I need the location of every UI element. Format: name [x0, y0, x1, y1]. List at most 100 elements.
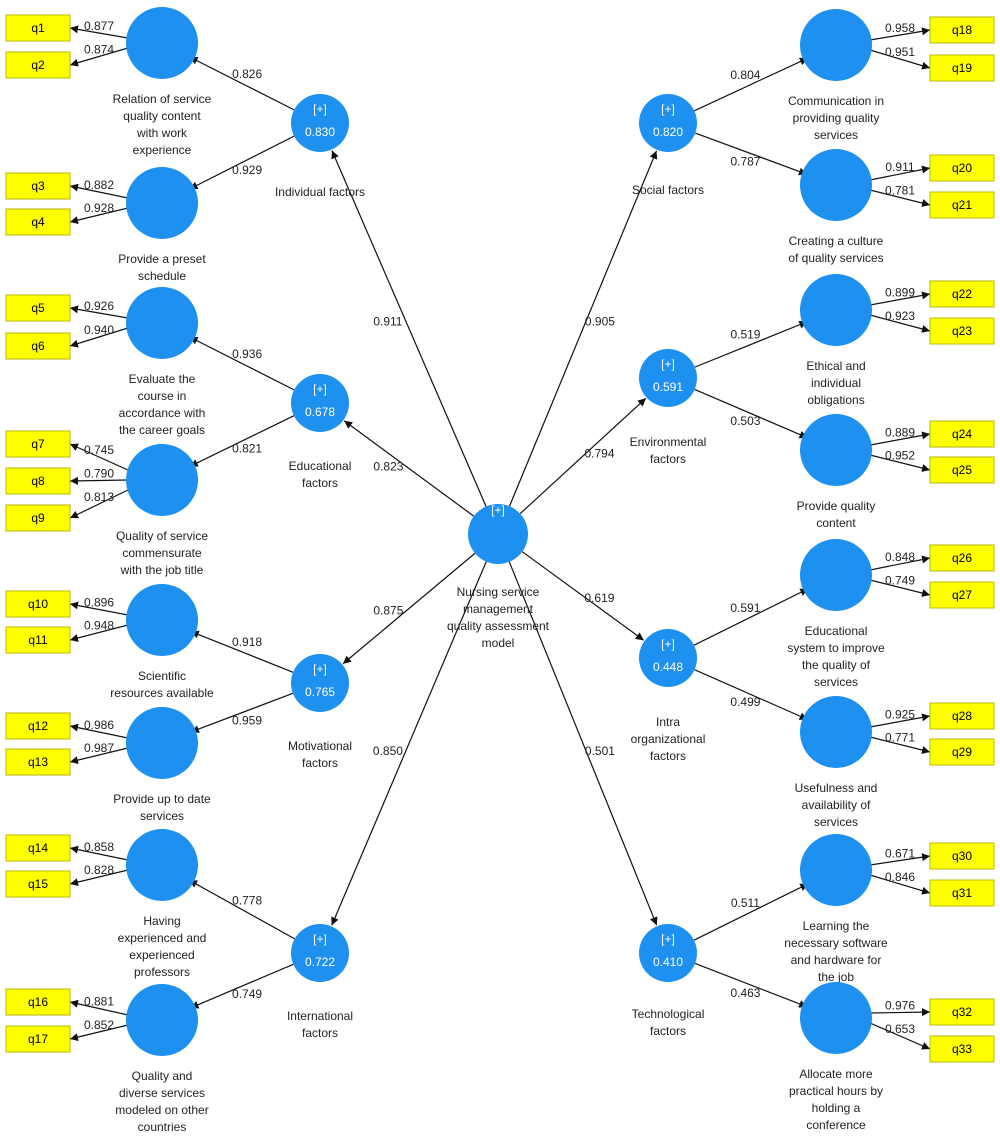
q16-indicator-box[interactable]: [5, 988, 71, 1016]
preset-schedule-construct-label-line-1: Provide a preset: [118, 252, 206, 266]
technological-expand-toggle: [+]: [661, 932, 675, 946]
q19-indicator-box[interactable]: [929, 54, 995, 82]
ethical-construct-circle[interactable]: [800, 274, 872, 346]
q33-indicator-box[interactable]: [929, 1035, 995, 1063]
q18-loading-value: 0.958: [885, 21, 915, 35]
international-to-experienced-professors-weight: 0.778: [232, 893, 262, 907]
q9-loading-value: 0.813: [84, 490, 114, 504]
q1-indicator-box[interactable]: [5, 14, 71, 42]
intra-organizational-factor-label-line-1: Intra: [656, 715, 680, 729]
scientific-resources-construct-circle[interactable]: [126, 584, 198, 656]
usefulness-construct-circle[interactable]: [800, 696, 872, 768]
q2-indicator-box[interactable]: [5, 51, 71, 79]
q25-indicator-box[interactable]: [929, 456, 995, 484]
diverse-services-construct-circle[interactable]: [126, 984, 198, 1056]
q22-indicator-box[interactable]: [929, 280, 995, 308]
q3-loading-value: 0.882: [84, 178, 114, 192]
technological-factor-label-line-1: Technological: [632, 1007, 705, 1021]
software-hardware-construct-circle[interactable]: [800, 834, 872, 906]
diverse-services-construct-label-line-2: diverse services: [119, 1086, 205, 1100]
q23-indicator-box[interactable]: [929, 317, 995, 345]
international-factor-circle[interactable]: [291, 924, 349, 982]
communication-construct-label-line-2: providing quality: [793, 111, 880, 125]
practical-hours-construct-label-line-3: holding a: [812, 1101, 861, 1115]
center-construct-label-line-3: quality assessment: [447, 619, 550, 633]
international-to-diverse-services-weight: 0.749: [232, 987, 262, 1001]
q15-indicator-label: q15: [28, 877, 48, 891]
q18-indicator-box[interactable]: [929, 16, 995, 44]
q32-indicator-label: q32: [952, 1005, 972, 1019]
path-center-to-motivational-arrow: [342, 552, 476, 665]
q14-indicator-box[interactable]: [5, 834, 71, 862]
q12-indicator-box[interactable]: [5, 712, 71, 740]
international-to-experienced-professors-arrow: [188, 879, 295, 940]
preset-schedule-construct-circle[interactable]: [126, 167, 198, 239]
q27-indicator-box[interactable]: [929, 581, 995, 609]
q24-indicator-label: q24: [952, 427, 972, 441]
educational-factor-circle[interactable]: [291, 374, 349, 432]
up-to-date-construct-circle[interactable]: [126, 707, 198, 779]
q30-indicator-box[interactable]: [929, 842, 995, 870]
q26-indicator-label: q26: [952, 551, 972, 565]
intra-organizational-factor-circle[interactable]: [639, 629, 697, 687]
q29-indicator-box[interactable]: [929, 738, 995, 766]
usefulness-construct-label-line-1: Usefulness and: [795, 781, 878, 795]
q3-indicator-box[interactable]: [5, 172, 71, 200]
social-to-communication-weight: 0.804: [730, 68, 760, 82]
q5-indicator-box[interactable]: [5, 294, 71, 322]
communication-construct-label-line-1: Communication in: [788, 94, 884, 108]
culture-construct-circle[interactable]: [800, 149, 872, 221]
q13-indicator-label: q13: [28, 755, 48, 769]
technological-to-practical-hours-weight: 0.463: [730, 986, 760, 1000]
intra-organizational-to-educational-system-weight: 0.591: [730, 601, 760, 615]
relation-construct-circle[interactable]: [126, 7, 198, 79]
q6-indicator-box[interactable]: [5, 332, 71, 360]
experienced-professors-construct-circle[interactable]: [126, 829, 198, 901]
q29-loading-value: 0.771: [885, 731, 915, 745]
q20-indicator-box[interactable]: [929, 154, 995, 182]
q5-loading-value: 0.926: [84, 299, 114, 313]
q24-indicator-box[interactable]: [929, 420, 995, 448]
q10-indicator-label: q10: [28, 597, 48, 611]
q15-indicator-box[interactable]: [5, 870, 71, 898]
q12-indicator-label: q12: [28, 719, 48, 733]
q1-indicator-label: q1: [31, 21, 45, 35]
quality-content-construct-circle[interactable]: [800, 414, 872, 486]
social-factor-label-line-1: Social factors: [632, 183, 704, 197]
technological-factor-circle[interactable]: [639, 924, 697, 982]
q26-indicator-box[interactable]: [929, 544, 995, 572]
q7-loading-value: 0.745: [84, 443, 114, 457]
q10-loading-value: 0.896: [84, 596, 114, 610]
q10-indicator-box[interactable]: [5, 590, 71, 618]
q31-indicator-box[interactable]: [929, 879, 995, 907]
q17-indicator-box[interactable]: [5, 1025, 71, 1053]
motivational-factor-circle[interactable]: [291, 654, 349, 712]
q8-indicator-box[interactable]: [5, 467, 71, 495]
individual-factor-circle[interactable]: [291, 94, 349, 152]
individual-to-relation-arrow: [189, 56, 295, 111]
q31-indicator-label: q31: [952, 886, 972, 900]
practical-hours-construct-circle[interactable]: [800, 982, 872, 1054]
q11-indicator-box[interactable]: [5, 626, 71, 654]
evaluate-course-construct-circle[interactable]: [126, 287, 198, 359]
social-factor-circle[interactable]: [639, 94, 697, 152]
quality-job-title-construct-circle[interactable]: [126, 444, 198, 516]
up-to-date-construct-label-line-2: services: [140, 809, 184, 823]
q21-indicator-box[interactable]: [929, 191, 995, 219]
q33-loading-arrow: [869, 1022, 931, 1050]
q9-indicator-box[interactable]: [5, 504, 71, 532]
usefulness-construct-label-line-3: services: [814, 815, 858, 829]
educational-system-construct-circle[interactable]: [800, 539, 872, 611]
q13-indicator-box[interactable]: [5, 748, 71, 776]
communication-construct-circle[interactable]: [800, 9, 872, 81]
center-expand-toggle: [+]: [491, 503, 505, 517]
environmental-factor-circle[interactable]: [639, 349, 697, 407]
q4-indicator-box[interactable]: [5, 208, 71, 236]
q7-indicator-box[interactable]: [5, 430, 71, 458]
q32-indicator-box[interactable]: [929, 998, 995, 1026]
center-construct-circle[interactable]: [468, 504, 528, 564]
q2-loading-value: 0.874: [84, 43, 114, 57]
path-center-to-individual-weight: 0.911: [373, 314, 402, 328]
q28-indicator-box[interactable]: [929, 702, 995, 730]
